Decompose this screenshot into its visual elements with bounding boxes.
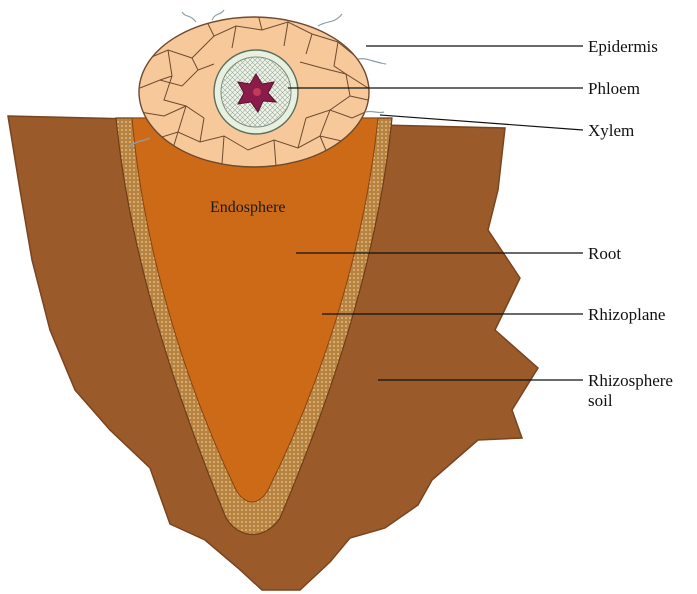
xylem-label: Xylem: [588, 121, 634, 140]
rhizosphere-label: Rhizosphere: [588, 371, 673, 390]
epidermis-label: Epidermis: [588, 37, 658, 56]
phloem-label: Phloem: [588, 79, 640, 98]
endosphere-label: Endosphere: [210, 199, 286, 216]
root-label: Root: [588, 244, 621, 263]
rhizoplane-label: Rhizoplane: [588, 305, 665, 324]
rhizosphere-soil-label: soil: [588, 391, 613, 410]
xylem-center: [253, 88, 261, 96]
